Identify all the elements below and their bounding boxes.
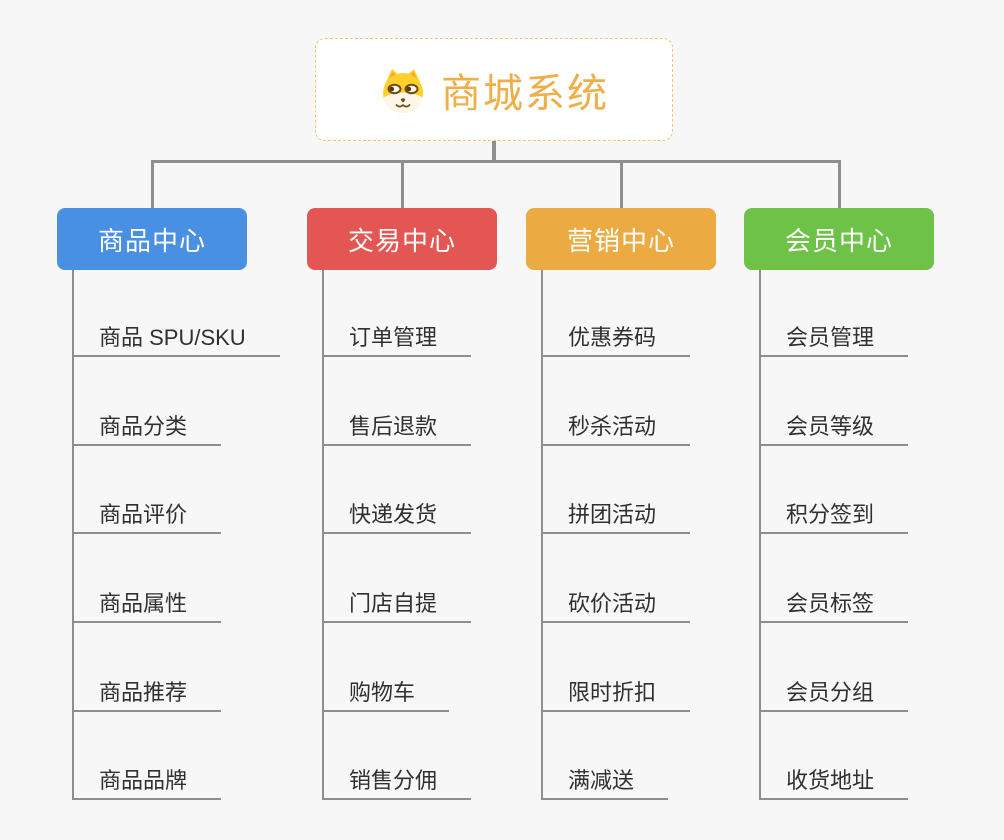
subtopic[interactable]: 订单管理 <box>322 323 472 357</box>
trunk-connector-line <box>541 270 543 800</box>
subtopic[interactable]: 购物车 <box>322 678 450 712</box>
subtopic[interactable]: 秒杀活动 <box>541 412 691 446</box>
trunk-connector-line <box>322 270 324 800</box>
bus-connector-line <box>151 160 841 163</box>
subtopic[interactable]: 砍价活动 <box>541 589 691 623</box>
subtopic[interactable]: 商品品牌 <box>72 766 222 800</box>
root-topic-title: 商城系统 <box>441 71 609 116</box>
root-connector-line <box>492 141 496 163</box>
branch-topic-label: 交易中心 <box>347 225 456 256</box>
branch-topic-4[interactable]: 会员中心 <box>744 208 934 270</box>
subtopic[interactable]: 会员分组 <box>759 678 909 712</box>
subtopic[interactable]: 商品评价 <box>72 500 222 534</box>
branch-topic-1[interactable]: 商品中心 <box>57 208 247 270</box>
subtopic[interactable]: 商品属性 <box>72 589 222 623</box>
branch-topic-label: 会员中心 <box>784 225 893 256</box>
branch-connector-line <box>838 160 841 208</box>
branch-topic-2[interactable]: 交易中心 <box>307 208 497 270</box>
subtopic[interactable]: 售后退款 <box>322 412 472 446</box>
subtopic[interactable]: 限时折扣 <box>541 678 691 712</box>
subtopic[interactable]: 门店自提 <box>322 589 472 623</box>
branch-connector-line <box>401 160 404 208</box>
subtopic[interactable]: 优惠券码 <box>541 323 691 357</box>
root-topic[interactable]: 商城系统 <box>315 38 673 141</box>
subtopic[interactable]: 会员标签 <box>759 589 909 623</box>
subtopic[interactable]: 收货地址 <box>759 766 909 800</box>
branch-connector-line <box>620 160 623 208</box>
branch-topic-label: 营销中心 <box>566 225 675 256</box>
subtopic[interactable]: 销售分佣 <box>322 766 472 800</box>
subtopic[interactable]: 商品分类 <box>72 412 222 446</box>
subtopic[interactable]: 商品 SPU/SKU <box>72 323 280 357</box>
subtopic[interactable]: 快递发货 <box>322 500 472 534</box>
dog-face-icon <box>379 66 427 114</box>
subtopic[interactable]: 积分签到 <box>759 500 909 534</box>
subtopic[interactable]: 会员管理 <box>759 323 909 357</box>
trunk-connector-line <box>72 270 74 800</box>
branch-topic-label: 商品中心 <box>97 225 206 256</box>
subtopic[interactable]: 商品推荐 <box>72 678 222 712</box>
subtopic[interactable]: 会员等级 <box>759 412 909 446</box>
branch-topic-3[interactable]: 营销中心 <box>526 208 716 270</box>
branch-connector-line <box>151 160 154 208</box>
subtopic[interactable]: 拼团活动 <box>541 500 691 534</box>
trunk-connector-line <box>759 270 761 800</box>
subtopic[interactable]: 满减送 <box>541 766 669 800</box>
